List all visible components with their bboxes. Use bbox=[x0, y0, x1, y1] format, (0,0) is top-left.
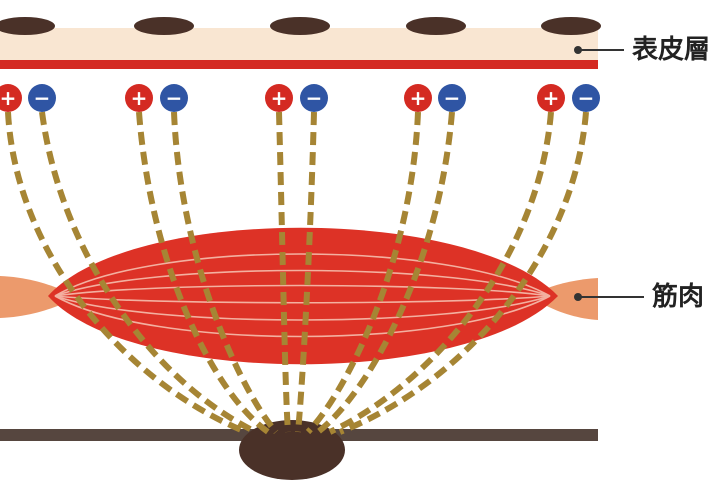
electrode-pair: + − bbox=[125, 84, 188, 112]
plus-circle-icon bbox=[125, 84, 153, 112]
negative-symbol: − bbox=[166, 86, 183, 110]
negative-symbol: − bbox=[444, 86, 461, 110]
plus-circle-icon bbox=[0, 84, 22, 112]
minus-circle-icon bbox=[572, 84, 600, 112]
tendon-right bbox=[545, 278, 598, 320]
wire bbox=[136, 111, 270, 435]
plus-circle-icon bbox=[537, 84, 565, 112]
epidermis-label: 表皮層 bbox=[632, 35, 711, 65]
skin-cell bbox=[270, 17, 330, 35]
tendon-left bbox=[0, 276, 60, 318]
label-leaders bbox=[574, 46, 644, 301]
bone-group bbox=[0, 420, 598, 480]
negative-symbol: − bbox=[306, 86, 323, 110]
minus-circle-icon bbox=[28, 84, 56, 112]
wire bbox=[5, 111, 248, 435]
negative-symbol: − bbox=[578, 86, 595, 110]
bone-node bbox=[239, 420, 345, 480]
wire bbox=[305, 111, 421, 435]
electrodes: + − + − + − + − + − bbox=[0, 84, 600, 112]
skin-cell bbox=[541, 17, 601, 35]
epidermis-layer bbox=[0, 17, 601, 69]
wire bbox=[328, 111, 554, 435]
positive-symbol: + bbox=[271, 86, 288, 110]
electrode-wires bbox=[5, 111, 589, 435]
electrode-pair: + − bbox=[0, 84, 56, 112]
electrode-pair: + − bbox=[265, 84, 328, 112]
positive-symbol: + bbox=[131, 86, 148, 110]
epidermis-red-line bbox=[0, 60, 598, 69]
plus-circle-icon bbox=[265, 84, 293, 112]
positive-symbol: + bbox=[410, 86, 427, 110]
muscle-label: 筋肉 bbox=[652, 282, 705, 312]
muscle-fiber bbox=[54, 253, 551, 297]
wire bbox=[338, 111, 589, 435]
skin-cell bbox=[134, 17, 194, 35]
electrode-pair: + − bbox=[404, 84, 466, 112]
skin-cell bbox=[406, 17, 466, 35]
wire bbox=[171, 111, 279, 434]
muscle-fiber bbox=[54, 295, 551, 304]
negative-symbol: − bbox=[34, 86, 51, 110]
plus-circle-icon bbox=[404, 84, 432, 112]
skin-cell bbox=[0, 17, 55, 35]
positive-symbol: + bbox=[543, 86, 560, 110]
wire bbox=[316, 111, 455, 435]
muscle-fiber bbox=[54, 295, 551, 321]
wire bbox=[39, 111, 258, 435]
electrode-pair: + − bbox=[537, 84, 600, 112]
minus-circle-icon bbox=[300, 84, 328, 112]
minus-circle-icon bbox=[160, 84, 188, 112]
minus-circle-icon bbox=[438, 84, 466, 112]
positive-symbol: + bbox=[0, 86, 16, 110]
